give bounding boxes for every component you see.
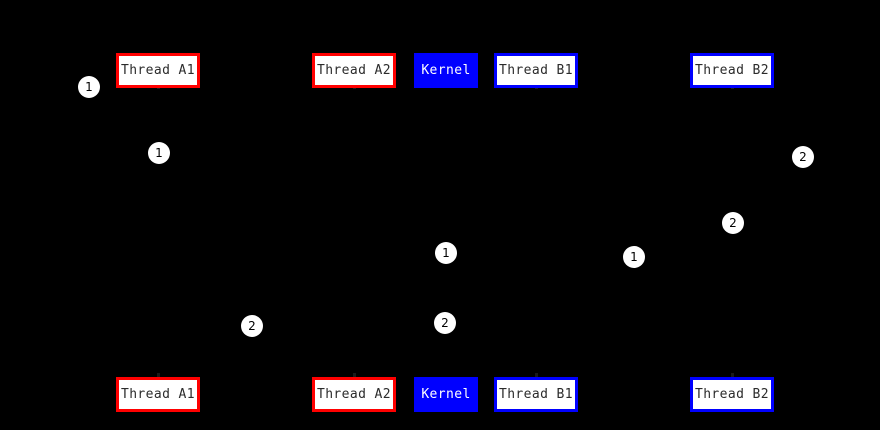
step-badge-label: 1 — [442, 246, 450, 260]
step-badge: 2 — [434, 312, 456, 334]
step-badge: 2 — [722, 212, 744, 234]
participant-label: Kernel — [421, 387, 471, 402]
step-badge-label: 2 — [729, 216, 737, 230]
participant-thread-a2-top[interactable]: Thread A2 — [312, 53, 396, 88]
participant-label: Thread B2 — [694, 63, 770, 78]
lifeline-stub-a1-bottom — [157, 373, 160, 377]
lifeline-stub-b2-bottom — [731, 373, 734, 377]
participant-thread-a1-top[interactable]: Thread A1 — [116, 53, 200, 88]
step-badge: 1 — [78, 76, 100, 98]
step-badge-label: 1 — [155, 146, 163, 160]
lifeline-stub-a2-bottom — [353, 373, 356, 377]
step-badge: 1 — [148, 142, 170, 164]
step-badge: 2 — [241, 315, 263, 337]
step-badge-label: 2 — [799, 150, 807, 164]
participant-thread-b1-bottom[interactable]: Thread B1 — [494, 377, 578, 412]
lifeline-thread-a1 — [158, 88, 159, 377]
step-badge-label: 1 — [85, 80, 93, 94]
participant-label: Thread B1 — [498, 387, 574, 402]
participant-label: Thread A1 — [120, 387, 196, 402]
lifeline-stub-b1-bottom — [535, 373, 538, 377]
participant-label: Kernel — [421, 63, 471, 78]
step-badge-label: 2 — [441, 316, 449, 330]
participant-label: Thread B1 — [498, 63, 574, 78]
message-arrow-6 — [536, 222, 732, 223]
participant-thread-a1-bottom[interactable]: Thread A1 — [116, 377, 200, 412]
message-arrow-2 — [354, 252, 446, 253]
lifeline-kernel — [446, 88, 447, 377]
participant-thread-b2-top[interactable]: Thread B2 — [690, 53, 774, 88]
participant-kernel-bottom[interactable]: Kernel — [414, 377, 478, 412]
step-badge: 2 — [792, 146, 814, 168]
participant-label: Thread B2 — [694, 387, 770, 402]
step-badge: 1 — [435, 242, 457, 264]
step-badge-label: 1 — [630, 250, 638, 264]
message-arrow-1 — [158, 152, 354, 153]
participant-label: Thread A2 — [316, 387, 392, 402]
participant-kernel-top[interactable]: Kernel — [414, 53, 478, 88]
participant-thread-a2-bottom[interactable]: Thread A2 — [312, 377, 396, 412]
step-badge: 1 — [623, 246, 645, 268]
participant-thread-b2-bottom[interactable]: Thread B2 — [690, 377, 774, 412]
lifeline-thread-b1 — [536, 88, 537, 377]
participant-label: Thread A1 — [120, 63, 196, 78]
step-badge-label: 2 — [248, 319, 256, 333]
participant-thread-b1-top[interactable]: Thread B1 — [494, 53, 578, 88]
lifeline-thread-a2 — [354, 88, 355, 377]
participant-label: Thread A2 — [316, 63, 392, 78]
message-arrow-5 — [446, 322, 536, 323]
